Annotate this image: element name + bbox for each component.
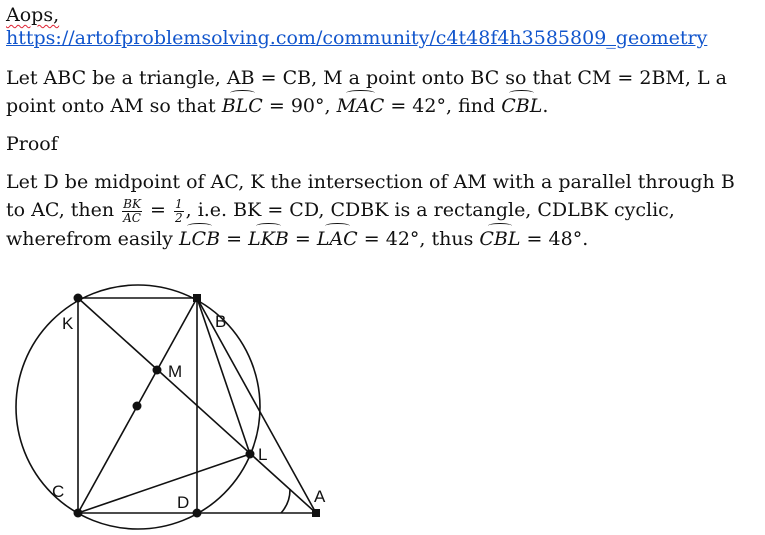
point-m: [152, 365, 162, 375]
source-link[interactable]: https://artofproblemsolving.com/communit…: [6, 27, 708, 49]
problem-text: .: [542, 95, 549, 117]
fraction-denominator: AC: [123, 210, 141, 225]
segment-cl: [77, 453, 251, 514]
angle-lcb: LCB: [179, 222, 220, 253]
geometry-figure: K B M L C D A: [0, 280, 400, 531]
point-l: [245, 449, 255, 459]
problem-line-2: point onto AM so that BLC = 90°, MAC = 4…: [6, 90, 761, 120]
document-body: Aops, https://artofproblemsolving.com/co…: [6, 4, 761, 253]
problem-text: point onto AM so that: [6, 95, 222, 117]
source-text: Aops,: [6, 4, 60, 26]
label-l: L: [258, 445, 267, 464]
point-b: [193, 294, 201, 302]
proof-text: =: [143, 199, 172, 221]
source-link-row: https://artofproblemsolving.com/communit…: [6, 27, 761, 50]
problem-line-1: Let ABC be a triangle, AB = CB, M a poin…: [6, 67, 727, 89]
source-label: Aops,: [6, 4, 761, 27]
segment-ba: [196, 297, 317, 514]
point-d: [192, 508, 202, 518]
label-c: C: [52, 482, 64, 501]
angle-arc-a: [280, 488, 291, 514]
point-k: [73, 293, 83, 303]
proof-text: =: [288, 227, 317, 250]
label-d: D: [177, 493, 189, 512]
proof-line-3: wherefrom easily LCB = LKB = LAC = 42°, …: [6, 222, 761, 253]
proof-body: Let D be midpoint of AC, K the intersect…: [6, 168, 761, 253]
proof-text: = 48°.: [520, 227, 589, 250]
circumcircle: [15, 284, 261, 530]
segment-bl: [196, 297, 251, 455]
angle-cbl: CBL: [501, 90, 542, 120]
angle-lkb: LKB: [248, 222, 289, 253]
point-c: [73, 508, 83, 518]
geometry-diagram: K B M L C D A: [15, 284, 326, 530]
proof-text: = 42°, thus: [357, 227, 480, 250]
angle-blc: BLC: [222, 90, 263, 120]
proof-line-1: Let D be midpoint of AC, K the intersect…: [6, 171, 735, 193]
proof-text: =: [220, 227, 249, 250]
segment-ka: [77, 297, 317, 514]
problem-statement: Let ABC be a triangle, AB = CB, M a poin…: [6, 64, 761, 120]
problem-text: = 42°, find: [384, 95, 502, 117]
proof-text: wherefrom easily: [6, 227, 179, 250]
label-b: B: [215, 312, 226, 331]
point-midpoint: [132, 401, 142, 411]
fraction-numerator: 1: [173, 196, 184, 212]
angle-lac: LAC: [317, 222, 358, 253]
proof-text: , i.e. BK = CD, CDBK is a rectangle, CDL…: [185, 199, 675, 221]
fraction-numerator: BK: [122, 196, 142, 212]
problem-text: = 90°,: [262, 95, 337, 117]
fraction-denominator: 2: [174, 210, 183, 225]
proof-title: Proof: [6, 133, 58, 155]
label-m: M: [168, 362, 182, 381]
angle-mac: MAC: [337, 90, 384, 120]
label-a: A: [314, 487, 326, 506]
angle-cbl: CBL: [479, 222, 521, 253]
proof-text: to AC, then: [6, 199, 121, 221]
label-k: K: [62, 314, 74, 333]
point-a: [312, 509, 320, 517]
